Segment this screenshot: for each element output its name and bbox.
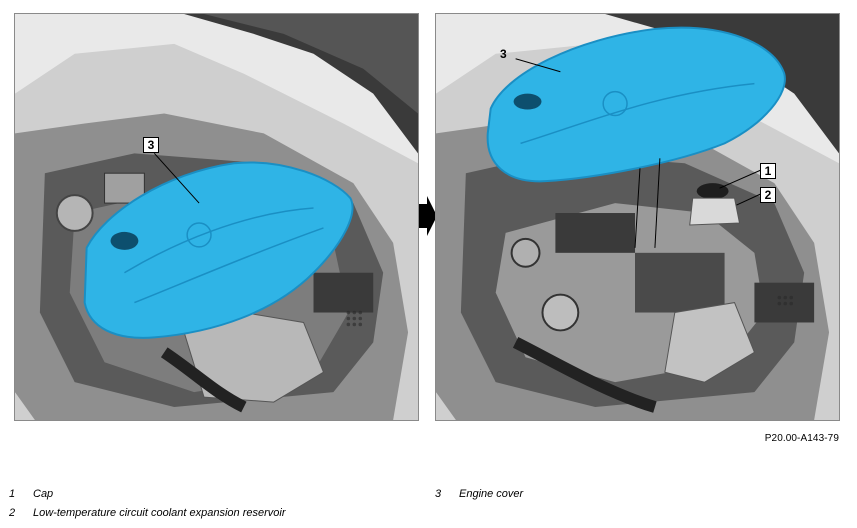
legend-number: 2 — [9, 507, 16, 519]
legend-item-1: 1 Cap — [9, 488, 53, 500]
engine-bay-illustration-left — [15, 14, 418, 420]
legend-item-3: 3 Engine cover — [435, 488, 523, 500]
arrow-right-icon — [419, 196, 437, 236]
engine-cover-lifted-shape — [486, 26, 786, 183]
legend-text: Low-temperature circuit coolant expansio… — [33, 507, 286, 519]
engine-bay-illustration-right — [436, 14, 839, 420]
figure-id: P20.00-A143-79 — [764, 433, 839, 444]
legend-item-2: 2 Low-temperature circuit coolant expansi… — [9, 507, 286, 519]
legend-number: 1 — [9, 488, 16, 500]
legend-number: 3 — [435, 488, 442, 500]
callout-right-2: 2 — [760, 187, 776, 203]
illustration-engine-cover-removed — [435, 13, 840, 421]
callout-left-3: 3 — [143, 137, 159, 153]
illustration-engine-cover-installed — [14, 13, 419, 421]
legend-text: Cap — [33, 488, 54, 500]
callout-right-3: 3 — [500, 47, 507, 61]
legend-text: Engine cover — [459, 488, 524, 500]
cap-shape — [696, 183, 729, 200]
callout-right-1: 1 — [760, 163, 776, 179]
engine-cover-shape — [83, 161, 354, 339]
